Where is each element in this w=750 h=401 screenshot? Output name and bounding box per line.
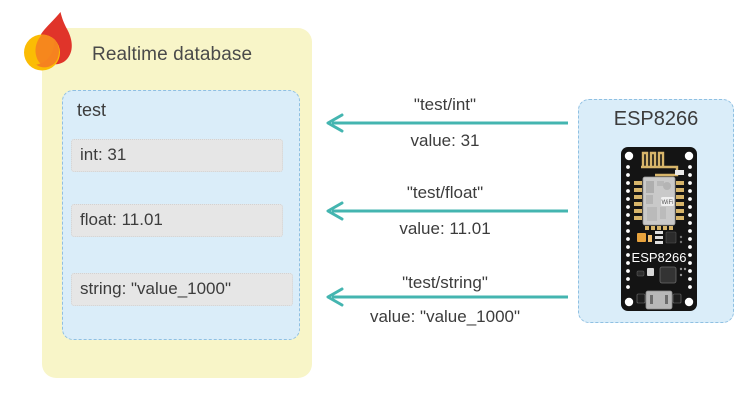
firebase-logo-svg (24, 12, 72, 71)
board-component-lower-2 (647, 268, 654, 276)
database-row-float[interactable]: float: 11.01 (71, 204, 283, 237)
esp8266-title: ESP8266 (613, 108, 699, 130)
arrow-head-icon-float (326, 201, 344, 221)
arrow-value-label-int: value: 31 (410, 131, 480, 150)
esp8266-board-svg: WiFi (621, 147, 697, 311)
board-pin-holes-right (688, 165, 692, 289)
board-shield-markings (646, 181, 666, 221)
board-component-orange (637, 233, 646, 242)
board-button-right[interactable] (672, 293, 682, 304)
esp8266-board-image: WiFi (619, 145, 699, 313)
board-shield-logo (663, 182, 671, 190)
arrow-path-label-string: "test/string" (402, 273, 488, 292)
arrow-graphic-int (326, 113, 568, 133)
board-usb-connector[interactable] (645, 290, 673, 310)
board-mount-hole-tl (624, 151, 634, 161)
board-lower-vias (679, 267, 687, 277)
board-mount-hole-br (684, 297, 694, 307)
board-mount-hole-tr (684, 151, 694, 161)
arrow-value-label-float: value: 11.01 (399, 219, 491, 238)
board-component-white-row (655, 231, 663, 244)
board-regulator-ic (659, 266, 677, 284)
board-wifi-badge (661, 197, 674, 206)
board-button-left[interactable] (636, 293, 646, 304)
firebase-logo (14, 6, 84, 76)
board-led-top (675, 170, 684, 175)
board-mount-hole-bl (624, 297, 634, 307)
database-title: Realtime database (92, 44, 253, 65)
arrow-path-label-float: "test/float" (406, 183, 484, 202)
board-pin-holes-left (626, 165, 630, 289)
arrow-graphic-string (326, 287, 568, 307)
arrow-graphic-float (326, 201, 568, 221)
arrow-path-label-int: "test/int" (413, 95, 477, 114)
board-component-lower-1 (636, 270, 645, 277)
database-node-label: test (77, 100, 107, 120)
board-ic-small (665, 231, 677, 244)
board-usb-pin-left (650, 295, 653, 304)
board-usb-pin-right (665, 295, 668, 304)
firebase-orange-blend (35, 34, 59, 66)
esp8266-panel: ESP8266 (578, 99, 734, 323)
board-gold-pads (634, 181, 684, 230)
board-component-small (648, 235, 652, 242)
board-vias (679, 235, 683, 244)
arrow-head-icon-string (326, 287, 344, 307)
board-silkscreen-text: ESP8266 (632, 250, 687, 265)
database-node-box: test int: 31 float: 11.01 string: "value… (62, 90, 300, 340)
arrow-value-label-string: value: "value_1000" (369, 307, 521, 326)
database-row-int[interactable]: int: 31 (71, 139, 283, 172)
database-row-string[interactable]: string: "value_1000" (71, 273, 293, 306)
board-wifi-text: WiFi (662, 200, 674, 206)
arrow-head-icon-int (326, 113, 344, 133)
